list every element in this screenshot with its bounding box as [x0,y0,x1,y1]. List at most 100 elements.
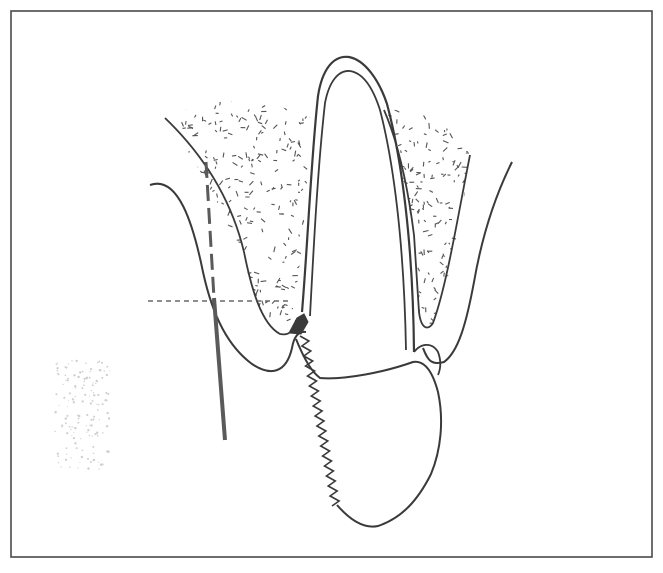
stipple-mark [179,99,182,103]
residue-dot [90,424,92,426]
residue-dot [93,459,95,461]
stipple-mark [381,162,387,163]
stipple-mark [230,96,231,102]
stipple-mark [233,162,238,165]
stipple-mark [283,106,287,110]
residue-dot [89,396,90,397]
residue-dot [75,387,76,388]
residue-dot [97,435,99,437]
stipple-mark [265,302,267,303]
stipple-mark [238,308,240,313]
stipple-mark [242,331,246,332]
stipple-mark [289,229,292,234]
stipple-mark [374,121,376,123]
stipple-mark [161,256,164,260]
stipple-mark [254,115,256,118]
stipple-mark [162,187,165,189]
stipple-mark [470,103,473,106]
stipple-mark [332,128,335,132]
residue-dot [104,399,107,402]
residue-dot [91,390,92,391]
stipple-mark [348,197,351,199]
stipple-mark [446,109,449,114]
stipple-mark [282,285,287,288]
stipple-mark [215,130,217,132]
stipple-mark [305,114,308,119]
stipple-mark [465,275,468,276]
stipple-mark [304,166,308,169]
stipple-mark [469,223,474,224]
stipple-mark [428,273,429,275]
residue-dot [107,400,108,401]
stipple-mark [167,265,171,270]
stipple-mark [196,262,199,267]
stipple-mark [251,313,254,317]
stipple-mark [345,118,349,121]
stipple-mark [175,173,177,177]
stipple-mark [332,141,337,145]
stipple-mark [278,306,279,308]
stipple-mark [285,121,286,125]
stipple-mark [438,220,441,224]
residue-dot [92,400,94,402]
residue-dot [76,447,78,449]
residue-dot [55,393,57,395]
stipple-mark [310,104,312,107]
stipple-mark [476,119,477,122]
residue-dot [86,414,88,416]
stipple-mark [294,200,296,205]
stipple-mark [370,125,371,128]
stipple-mark [459,284,460,286]
stipple-mark [186,224,189,227]
stipple-mark [249,159,250,161]
stipple-mark [347,309,350,312]
stipple-mark [331,254,333,255]
stipple-mark [329,337,334,339]
stipple-mark [354,266,356,267]
stipple-mark [448,275,450,279]
scan-residue-speckle [54,360,110,470]
residue-dot [80,438,81,439]
stipple-mark [168,243,170,249]
stipple-mark [189,260,191,265]
crown-cervical-bulge [414,345,440,375]
stipple-mark [162,110,164,111]
stipple-mark [216,262,220,265]
stipple-mark [444,273,445,277]
stipple-mark [200,335,202,336]
stipple-mark [443,134,447,136]
stipple-mark [471,328,475,331]
stipple-mark [323,223,326,226]
stipple-mark [236,305,237,307]
stipple-mark [328,151,331,153]
stipple-mark [337,116,338,119]
stipple-mark [472,157,476,158]
residue-dot [66,454,67,455]
residue-dot [65,422,67,424]
residue-dot [78,415,81,418]
stipple-mark [241,270,242,275]
residue-dot [105,392,107,394]
stipple-mark [424,134,427,135]
stipple-mark [409,128,413,130]
stipple-mark [244,208,248,210]
residue-dot [96,431,98,433]
stipple-mark [321,162,325,164]
stipple-mark [335,174,337,176]
stipple-mark [466,246,467,248]
stipple-mark [383,277,384,283]
residue-dot [102,432,103,433]
residue-dot [68,400,69,401]
stipple-mark [258,122,262,123]
stipple-mark [262,126,266,129]
residue-dot [82,449,84,451]
stipple-mark [183,165,185,170]
stipple-mark [192,278,197,279]
stipple-mark [442,256,443,259]
stipple-mark [371,323,375,324]
stipple-mark [417,186,419,188]
stipple-mark [219,245,221,249]
stipple-mark [223,130,228,131]
stipple-mark [320,251,323,254]
residue-dot [92,446,94,448]
